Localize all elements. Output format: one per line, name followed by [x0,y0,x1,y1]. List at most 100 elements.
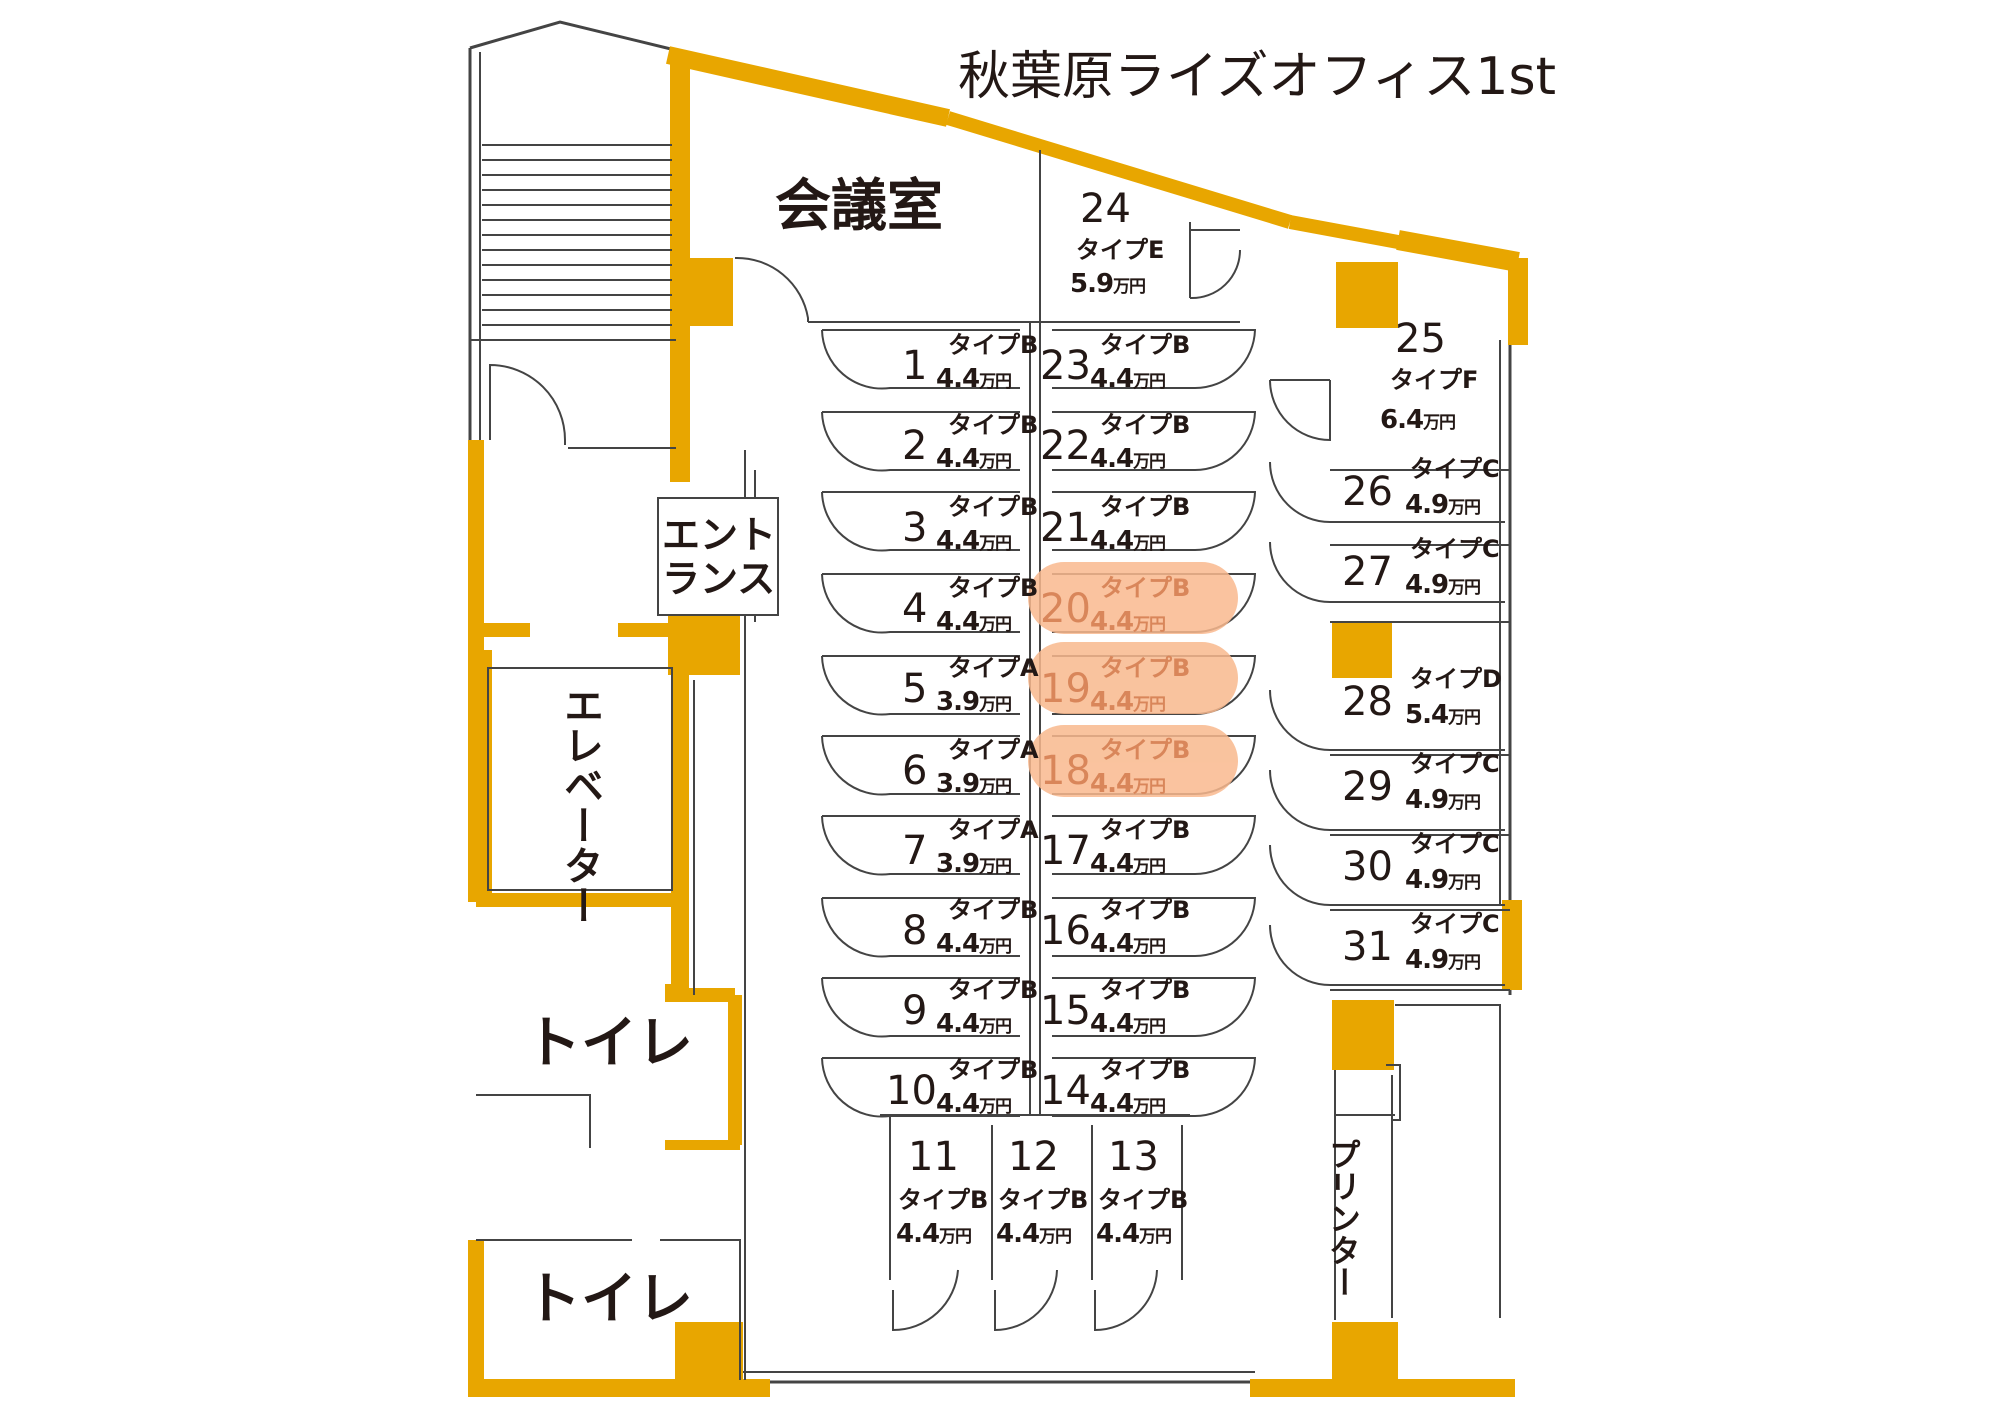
room-14-type: タイプB [1100,1056,1190,1084]
room-4-type: タイプB [948,574,1038,602]
room-27-number: 27 [1342,549,1393,595]
room-24-price-value: 5.9 [1070,269,1113,299]
room-30-number: 30 [1342,844,1393,890]
room-10-price: 4.4万円 [936,1089,1011,1119]
room-21-price: 4.4万円 [1090,526,1165,556]
room-7-type: タイプA [948,816,1039,844]
room-25-price-unit: 万円 [1422,413,1455,433]
room-17-price-value: 4.4 [1090,849,1133,879]
room-9-type: タイプB [948,976,1038,1004]
highlight-marks [1028,562,1238,797]
room-8-price-unit: 万円 [978,937,1011,957]
room-10-type: タイプB [948,1056,1038,1084]
room-30-price-unit: 万円 [1447,873,1480,893]
room-31-price-unit: 万円 [1447,953,1480,973]
room-15-number: 15 [1040,988,1091,1034]
room-2-price-value: 4.4 [936,444,979,474]
room-9-price-value: 4.4 [936,1009,979,1039]
room-8-price: 4.4万円 [936,929,1011,959]
room-11-type: タイプB [898,1186,988,1214]
room-19-price-value: 4.4 [1090,687,1133,717]
room-25-type: タイプF [1390,366,1478,394]
room-14-price: 4.4万円 [1090,1089,1165,1119]
room-13-price-unit: 万円 [1138,1227,1171,1247]
room-2-price: 4.4万円 [936,444,1011,474]
entrance-label-line2: ランス [662,557,775,601]
room-6-price-value: 3.9 [936,769,979,799]
room-7-price-value: 3.9 [936,849,979,879]
room-3-type: タイプB [948,493,1038,521]
room-27-price-unit: 万円 [1447,578,1480,598]
room-15-price-value: 4.4 [1090,1009,1133,1039]
room-14-number: 14 [1040,1068,1091,1114]
room-18-price-value: 4.4 [1090,769,1133,799]
room-22-price: 4.4万円 [1090,444,1165,474]
room-13-type: タイプB [1098,1186,1188,1214]
room-24-number: 24 [1080,186,1131,232]
room-17-price: 4.4万円 [1090,849,1165,879]
room-25-price: 6.4万円 [1380,405,1455,435]
room-8-price-value: 4.4 [936,929,979,959]
room-26-price-value: 4.9 [1405,490,1448,520]
meeting-room-label: 会議室 [775,174,943,239]
room-22-price-value: 4.4 [1090,444,1133,474]
room-12-number: 12 [1008,1134,1059,1180]
room-3-price: 4.4万円 [936,526,1011,556]
room-12-price-value: 4.4 [996,1219,1039,1249]
room-4-price-unit: 万円 [978,615,1011,635]
entrance-label-line1: エント [662,513,776,557]
page-title: 秋葉原ライズオフィス1st [958,47,1556,107]
room-1-price-value: 4.4 [936,364,979,394]
room-31-number: 31 [1342,924,1393,970]
staircase [469,48,676,449]
room-25-price-value: 6.4 [1380,405,1423,435]
room-12-type: タイプB [998,1186,1088,1214]
room-11-price-value: 4.4 [896,1219,939,1249]
room-14-price-value: 4.4 [1090,1089,1133,1119]
room-20-price-value: 4.4 [1090,607,1133,637]
printer-label: プリンター [1324,1138,1362,1298]
room-21-price-unit: 万円 [1132,534,1165,554]
room-door-arcs [821,329,1505,1118]
room-29-type: タイプC [1410,750,1500,778]
room-6-type: タイプA [948,736,1039,764]
room-18-price-unit: 万円 [1132,777,1165,797]
toilet-upper-label: トイレ [525,1011,693,1076]
room-1-number: 1 [902,343,927,389]
room-29-price-unit: 万円 [1447,793,1480,813]
room-25-number: 25 [1395,316,1446,362]
room-5-price-value: 3.9 [936,687,979,717]
highlight-room-20 [1028,562,1238,634]
room-24-type: タイプE [1076,236,1164,264]
room-22-type: タイプB [1100,411,1190,439]
room-17-type: タイプB [1100,816,1190,844]
room-23-price: 4.4万円 [1090,364,1165,394]
room-26-price-unit: 万円 [1447,498,1480,518]
room-26-price: 4.9万円 [1405,490,1480,520]
room-28-number: 28 [1342,679,1393,725]
highlight-room-18 [1028,725,1238,797]
room-15-price-unit: 万円 [1132,1017,1165,1037]
room-23-price-unit: 万円 [1132,372,1165,392]
room-16-number: 16 [1040,908,1091,954]
room-3-number: 3 [902,505,927,551]
room-20-type: タイプB [1100,574,1190,602]
room-4-price-value: 4.4 [936,607,979,637]
room-27-price: 4.9万円 [1405,570,1480,600]
room-24-price-unit: 万円 [1112,277,1145,297]
room-29-price: 4.9万円 [1405,785,1480,815]
room-28-price-unit: 万円 [1447,708,1480,728]
room-19-price: 4.4万円 [1090,687,1165,717]
room-5-price-unit: 万円 [978,695,1011,715]
room-11-price-unit: 万円 [938,1227,971,1247]
room-3-price-unit: 万円 [978,534,1011,554]
room-26-type: タイプC [1410,455,1500,483]
room-23-price-value: 4.4 [1090,364,1133,394]
room-1-price-unit: 万円 [978,372,1011,392]
room-18-type: タイプB [1100,736,1190,764]
room-10-number: 10 [886,1068,937,1114]
room-7-price: 3.9万円 [936,849,1011,879]
room-30-price: 4.9万円 [1405,865,1480,895]
room-16-type: タイプB [1100,896,1190,924]
room-20-number: 20 [1040,586,1091,632]
